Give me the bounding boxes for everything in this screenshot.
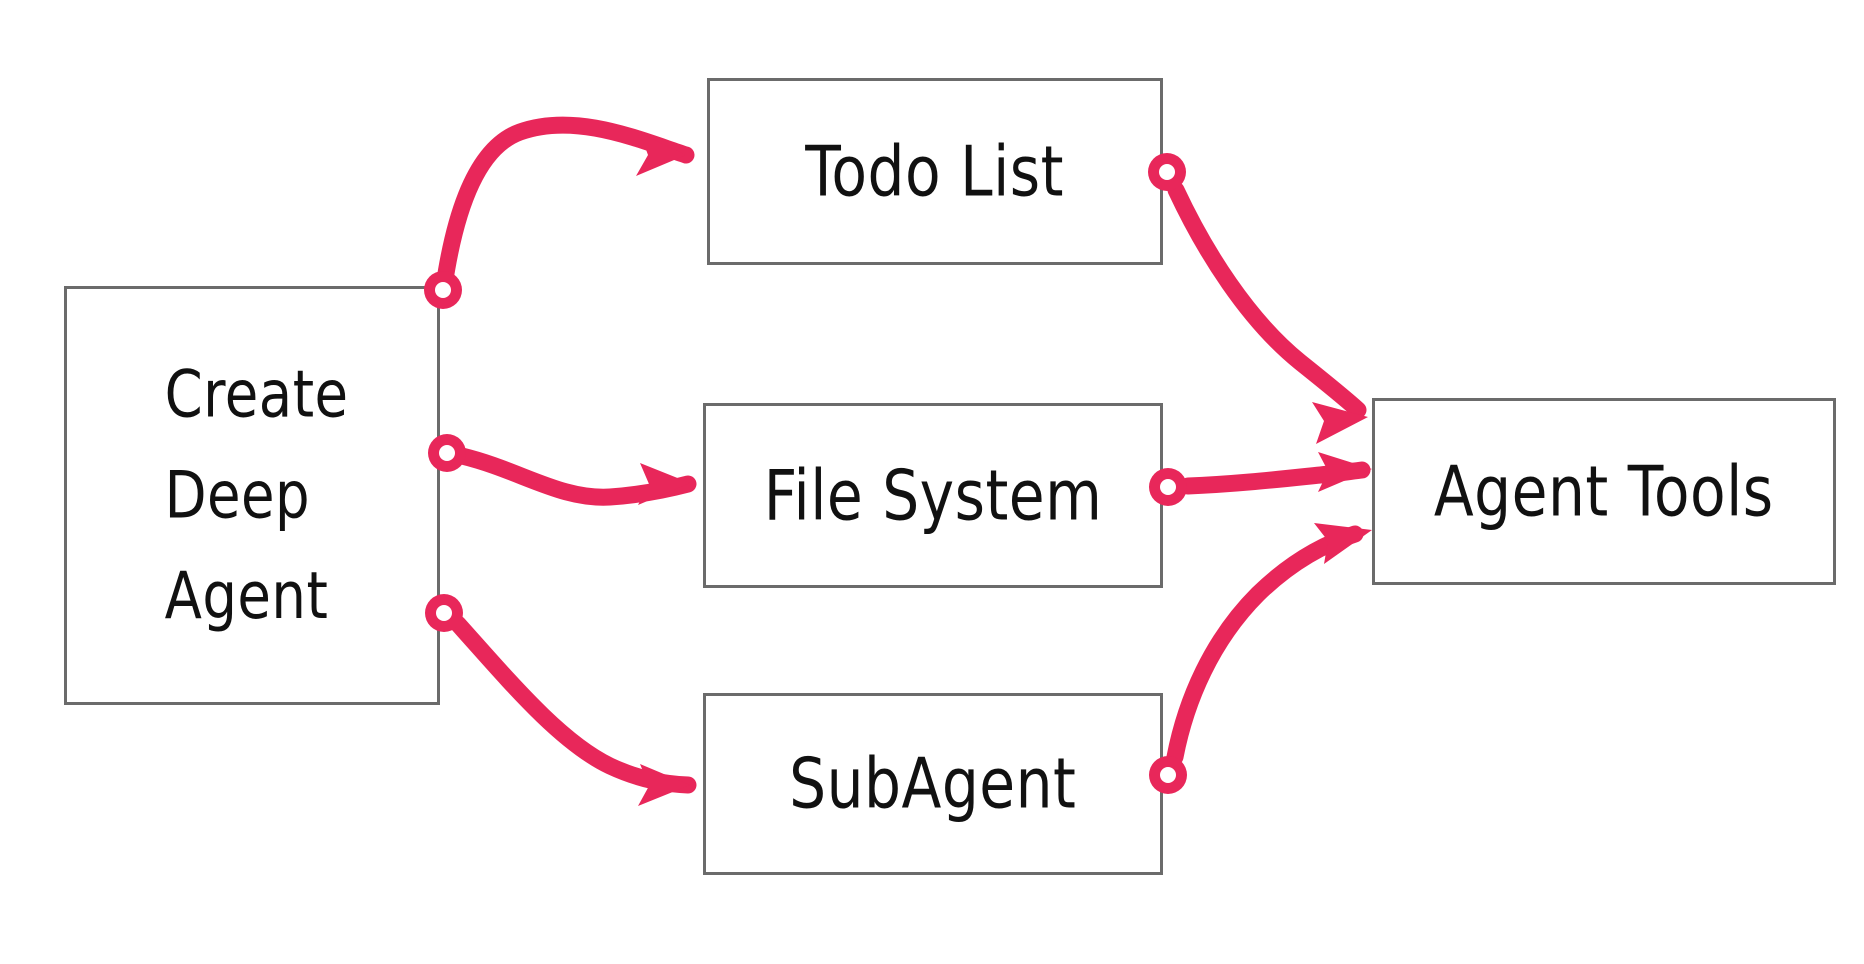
node-label-agent-tools: Agent Tools — [1434, 450, 1774, 532]
edge-todo-list-to-agent-tools[interactable] — [1148, 153, 1368, 444]
edge-file-system-to-agent-tools[interactable] — [1149, 452, 1372, 506]
node-label-subagent: SubAgent — [789, 742, 1077, 825]
edge-create-deep-agent-to-subagent[interactable] — [425, 594, 697, 806]
node-todo-list[interactable]: Todo List — [707, 78, 1163, 265]
node-agent-tools[interactable]: Agent Tools — [1372, 398, 1836, 585]
node-create-deep-agent[interactable]: Create Deep Agent — [64, 286, 440, 705]
node-label-create-deep-agent: Create Deep Agent — [164, 355, 349, 634]
node-file-system[interactable]: File System — [703, 403, 1163, 588]
node-subagent[interactable]: SubAgent — [703, 693, 1163, 875]
edge-subagent-to-agent-tools[interactable] — [1149, 523, 1372, 794]
edge-create-deep-agent-to-todo-list[interactable] — [424, 116, 695, 309]
node-label-file-system: File System — [763, 454, 1103, 536]
edge-create-deep-agent-to-file-system[interactable] — [428, 434, 697, 506]
node-label-todo-list: Todo List — [805, 130, 1065, 212]
